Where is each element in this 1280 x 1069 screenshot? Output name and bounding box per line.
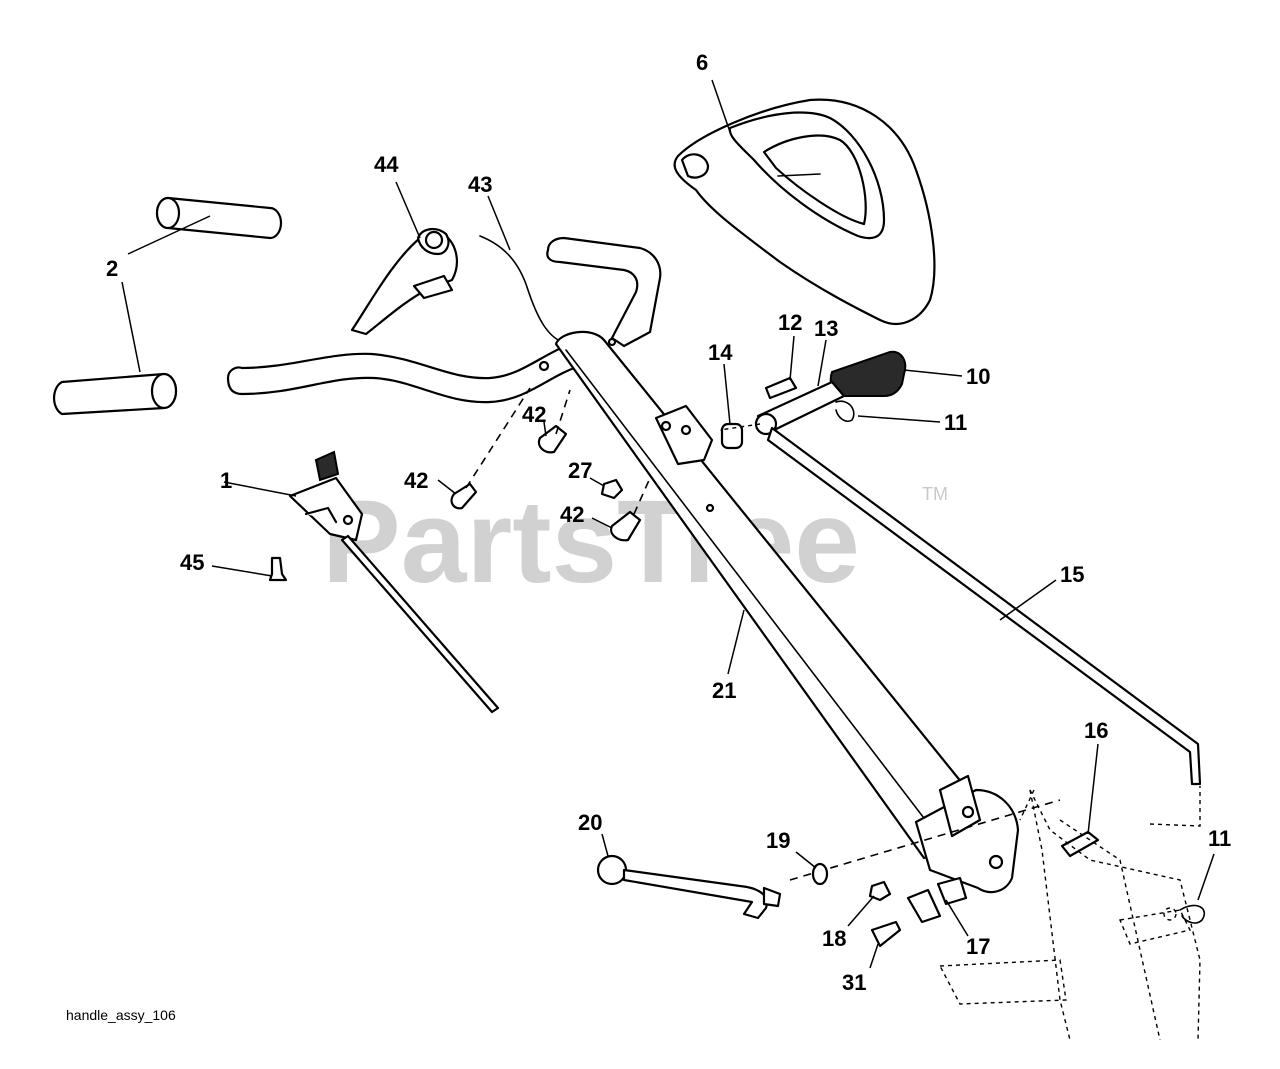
callout-13: 13 — [814, 316, 838, 341]
handle-upper-loop[interactable] — [546, 236, 662, 348]
callout-42-lower: 42 — [560, 502, 584, 527]
part-45-screw[interactable] — [268, 556, 288, 582]
callout-14: 14 — [708, 340, 733, 365]
part-21-main-tube[interactable] — [554, 330, 1002, 860]
callout-6: 6 — [696, 50, 708, 75]
callout-18: 18 — [822, 926, 846, 951]
part-44-control-lever[interactable] — [350, 228, 458, 336]
callout-27: 27 — [568, 458, 592, 483]
part-31-bolt[interactable] — [870, 920, 902, 948]
figure-identifier: handle_assy_106 — [66, 1007, 176, 1023]
part-1-latch-bracket[interactable] — [288, 450, 500, 714]
callout-19: 19 — [766, 828, 790, 853]
part-12-bolt[interactable] — [764, 376, 798, 400]
callout-31: 31 — [842, 970, 866, 995]
callout-21: 21 — [712, 678, 736, 703]
part-2-grip-lower[interactable] — [53, 372, 178, 416]
lower-pivot-bracket[interactable] — [914, 774, 1020, 894]
part-11-hairpin-clip-lower[interactable] — [1179, 904, 1205, 924]
callout-42-left: 42 — [404, 468, 428, 493]
part-42-screw-left[interactable] — [450, 482, 478, 510]
callout-11-lower: 11 — [1208, 826, 1231, 851]
part-14-spacer[interactable] — [720, 422, 744, 450]
part-42-screw-middle[interactable] — [537, 424, 568, 454]
callout-11-upper: 11 — [944, 410, 967, 435]
callout-12: 12 — [778, 310, 802, 335]
part-19-washer[interactable] — [811, 862, 829, 886]
part-16-bolt[interactable] — [1060, 830, 1100, 858]
callout-17: 17 — [966, 934, 990, 959]
tiller-frame-phantom — [938, 786, 1201, 1041]
pivot-axis-line — [789, 799, 1061, 881]
callout-15: 15 — [1060, 562, 1084, 587]
part-18-nut[interactable] — [868, 880, 892, 902]
tube-mount-bracket — [654, 404, 714, 466]
callout-16: 16 — [1084, 718, 1108, 743]
part-11-hairpin-clip-upper[interactable] — [835, 400, 855, 423]
part-17-bushing-a[interactable] — [906, 888, 942, 924]
part-20-lever-rod[interactable] — [596, 854, 782, 920]
callout-44: 44 — [374, 152, 399, 177]
watermark-trademark: TM — [922, 484, 948, 504]
part-43-cable[interactable] — [479, 235, 563, 343]
callout-20: 20 — [578, 810, 602, 835]
callout-42-middle: 42 — [522, 402, 546, 427]
callout-45: 45 — [180, 550, 204, 575]
part-42-screw-lower[interactable] — [610, 510, 642, 542]
callout-43: 43 — [468, 172, 492, 197]
part-27-nut[interactable] — [600, 478, 624, 500]
part-17-bushing-b[interactable] — [936, 876, 968, 906]
part-15-shift-rod[interactable] — [766, 426, 1202, 786]
part-10-knob-grip[interactable] — [829, 350, 907, 397]
callout-1: 1 — [220, 468, 232, 493]
callout-2: 2 — [106, 256, 118, 281]
part-2-grip-upper[interactable] — [155, 196, 283, 240]
part-6-shroud[interactable] — [673, 98, 936, 325]
callout-10: 10 — [966, 364, 990, 389]
